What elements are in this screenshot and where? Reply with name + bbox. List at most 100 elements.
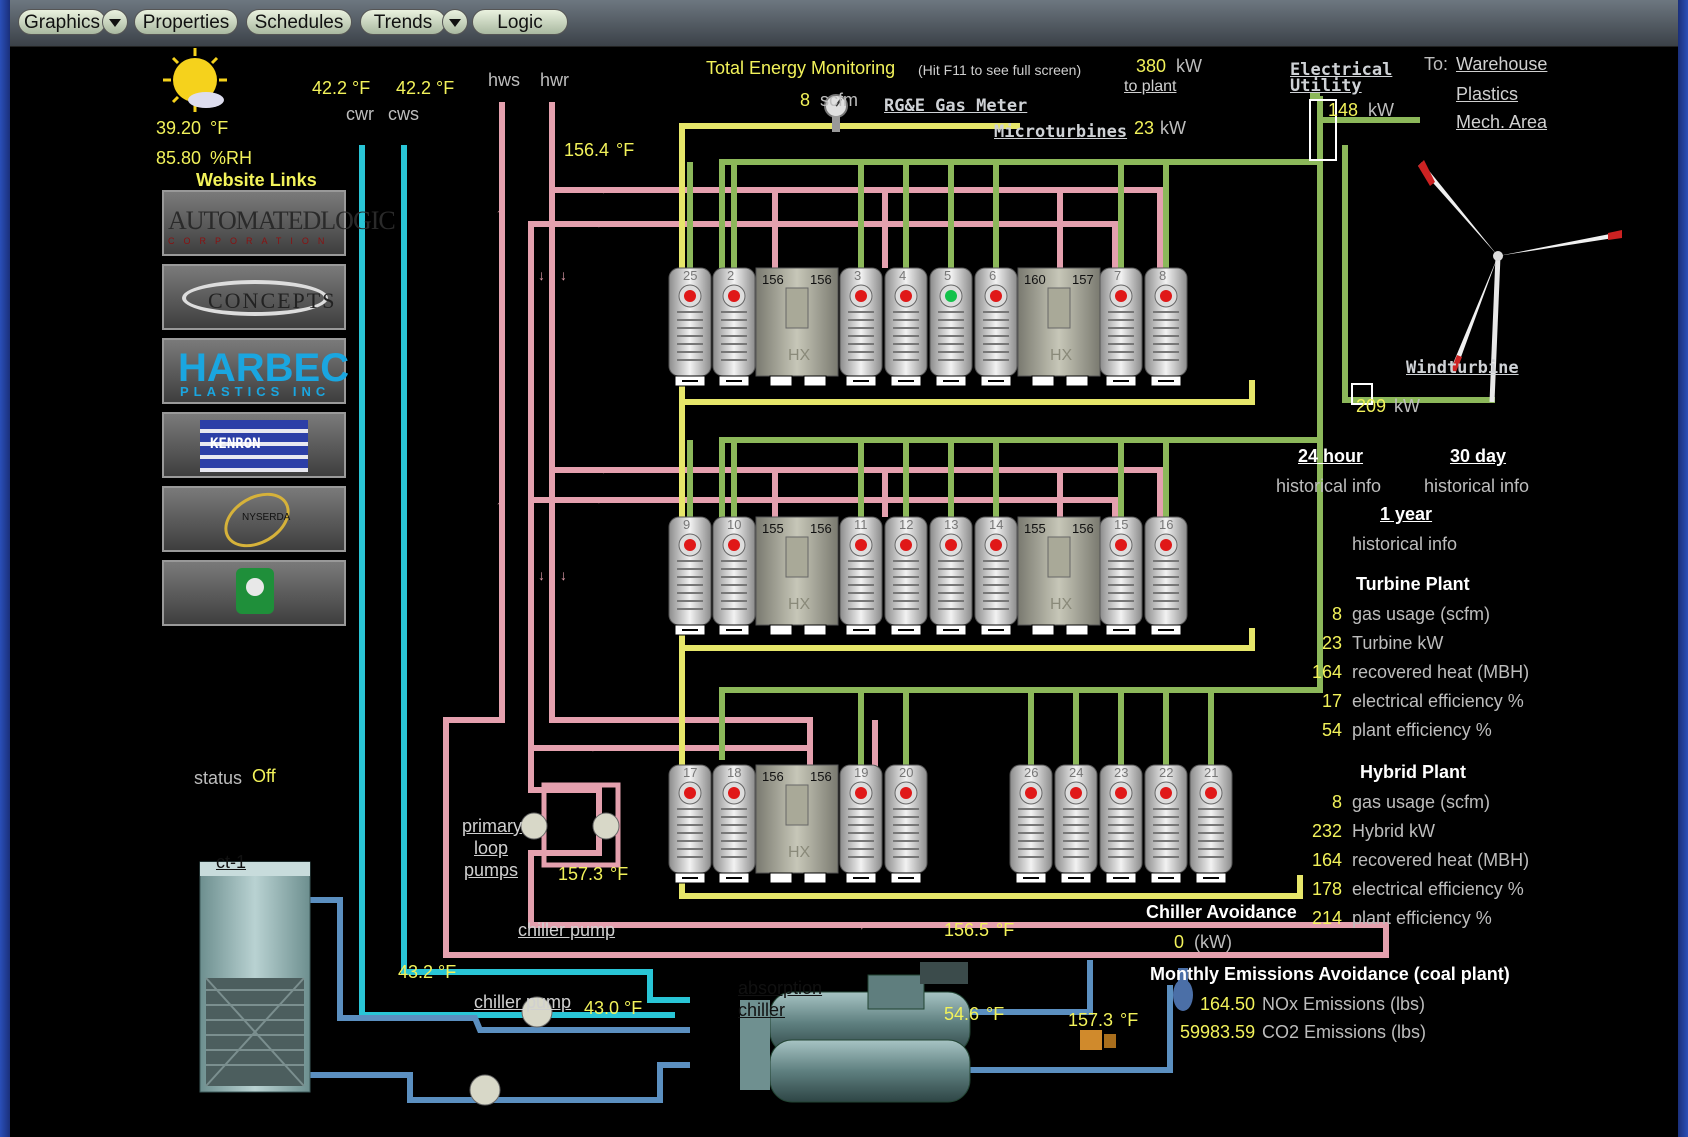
chiller-return-temp: 157.3: [1068, 1010, 1114, 1030]
heat-exchanger-unit[interactable]: [1017, 516, 1101, 636]
history-24hour-link[interactable]: 24 hour: [1298, 446, 1364, 466]
windturbine-link[interactable]: Windturbine: [1406, 358, 1519, 378]
microturbine-unit[interactable]: [1144, 764, 1188, 884]
microturbine-unit[interactable]: [668, 516, 712, 636]
microturbine-id-label: 4: [899, 268, 906, 283]
hybrid-plant-value: 164: [1311, 850, 1342, 870]
microturbine-unit[interactable]: [1099, 764, 1143, 884]
piping-diagram: 252345678HX156156HX160157910111213141516…: [163, 48, 1622, 1106]
microturbine-id-label: 22: [1159, 765, 1173, 780]
heat-exchanger-body-icon: [755, 516, 839, 626]
microturbine-unit[interactable]: [884, 516, 928, 636]
microturbine-unit[interactable]: [668, 764, 712, 884]
history-1year-link[interactable]: 1 year: [1380, 504, 1433, 524]
microturbine-id-label: 18: [727, 765, 741, 780]
heat-exchanger-temp-in: 156: [762, 272, 784, 287]
trends-menu-button[interactable]: Trends: [360, 9, 446, 35]
nyserda-link[interactable]: NYSERDA: [162, 481, 346, 559]
microturbine-unit[interactable]: [929, 516, 973, 636]
control-valve-icon[interactable]: [1080, 1030, 1116, 1050]
plastics-link[interactable]: Plastics: [1456, 84, 1519, 104]
primary-loop-pumps-icon[interactable]: [520, 782, 621, 868]
microturbine-unit[interactable]: [1099, 516, 1143, 636]
trends-dropdown-arrow-icon[interactable]: [442, 9, 468, 35]
condenser-temp-2-unit: °F: [624, 998, 643, 1018]
nyserda-logo-text: NYSERDA: [242, 512, 291, 523]
co2-value: 59983.59: [1180, 1022, 1256, 1042]
microturbine-id-label: 10: [727, 517, 741, 532]
heat-exchanger-base-icon: [803, 375, 827, 387]
heat-exchanger-base-icon: [1065, 375, 1089, 387]
status-stopped-icon: [1160, 787, 1172, 799]
microturbine-id-label: 25: [683, 268, 697, 283]
chiller-pump-1-link[interactable]: chiller pump: [518, 920, 616, 940]
microturbine-unit[interactable]: [1144, 267, 1188, 387]
properties-menu-button[interactable]: Properties: [134, 9, 238, 35]
microturbine-unit[interactable]: [1144, 516, 1188, 636]
primary-loop-pumps-link-2[interactable]: loop: [474, 838, 509, 858]
bas-graphic-screen: Graphics Properties Schedules Trends Log…: [10, 0, 1678, 1137]
microturbine-unit[interactable]: [839, 516, 883, 636]
microturbines-link[interactable]: Microturbines: [994, 122, 1128, 142]
microturbine-unit[interactable]: [884, 764, 928, 884]
state-seal-link[interactable]: [162, 560, 346, 626]
primary-loop-pumps-link-1[interactable]: primary: [462, 816, 523, 836]
gas-pipes: [679, 123, 1303, 899]
microturbine-unit[interactable]: [929, 267, 973, 387]
heat-exchanger-label: HX: [1050, 347, 1073, 364]
microturbine-unit[interactable]: [974, 516, 1018, 636]
heat-exchanger-unit[interactable]: [755, 764, 839, 884]
history-30day-link[interactable]: 30 day: [1450, 446, 1507, 466]
absorption-chiller-icon[interactable]: [740, 962, 971, 1103]
microturbine-unit[interactable]: [1099, 267, 1143, 387]
bypass-valve-icon[interactable]: [1173, 968, 1193, 1011]
microturbine-unit[interactable]: [668, 267, 712, 387]
heat-exchanger-unit[interactable]: [1017, 267, 1101, 387]
microturbine-unit[interactable]: [712, 764, 756, 884]
microturbine-unit[interactable]: [839, 764, 883, 884]
chiller-avoidance-unit: (kW): [1194, 932, 1232, 952]
mech-area-link[interactable]: Mech. Area: [1456, 112, 1548, 132]
kenron-link[interactable]: KENRON: [162, 412, 346, 478]
heat-exchanger-base-icon: [1031, 624, 1055, 636]
chiller-pump-2-link[interactable]: chiller pump: [474, 992, 572, 1012]
heat-exchanger-label: HX: [788, 596, 811, 613]
microturbine-unit[interactable]: [839, 267, 883, 387]
microturbine-unit[interactable]: [884, 267, 928, 387]
electrical-utility-link[interactable]: Electrical Utility: [1290, 60, 1393, 96]
graphics-dropdown-arrow-icon[interactable]: [102, 9, 128, 35]
microturbine-unit[interactable]: [1054, 764, 1098, 884]
history-24hour-sub: historical info: [1276, 476, 1382, 496]
automatedlogic-link[interactable]: AUTOMATEDLOGIC CORPORATION: [162, 190, 396, 256]
to-plant-link[interactable]: to plant: [1124, 78, 1177, 95]
primary-loop-pumps-link-3[interactable]: pumps: [464, 860, 519, 880]
heat-exchanger-temp-out: 156: [1072, 521, 1094, 536]
heat-exchanger-unit[interactable]: [755, 267, 839, 387]
cooling-tower-ct1[interactable]: [199, 861, 311, 1093]
switchgear-icon: [1309, 99, 1337, 161]
microturbine-unit[interactable]: [712, 267, 756, 387]
heat-exchanger-unit[interactable]: [755, 516, 839, 636]
cooling-tower-link[interactable]: ct-1: [216, 852, 247, 872]
heat-exchanger-core-icon: [785, 536, 809, 578]
hybrid-plant-label: Hybrid kW: [1352, 821, 1436, 841]
warehouse-link[interactable]: Warehouse: [1456, 54, 1548, 74]
outdoor-temp-unit: °F: [210, 118, 229, 138]
microturbine-unit[interactable]: [974, 267, 1018, 387]
logic-menu-button[interactable]: Logic: [472, 9, 568, 35]
harbec-link[interactable]: HARBEC PLASTICS INC: [162, 338, 349, 404]
chiller-pump-1-icon[interactable]: [521, 996, 553, 1028]
microturbine-unit[interactable]: [1189, 764, 1233, 884]
absorption-chiller-link-2[interactable]: chiller: [738, 1000, 786, 1020]
rge-gas-meter-link[interactable]: RG&E Gas Meter: [884, 96, 1028, 116]
status-stopped-icon: [684, 787, 696, 799]
schedules-menu-button[interactable]: Schedules: [246, 9, 352, 35]
microturbine-unit[interactable]: [1009, 764, 1053, 884]
chiller-pump-2-icon[interactable]: [469, 1074, 501, 1106]
absorption-chiller-link-1[interactable]: absorption: [738, 978, 823, 998]
graphics-menu-button[interactable]: Graphics: [18, 9, 106, 35]
status-stopped-icon: [1205, 787, 1217, 799]
microturbine-unit[interactable]: [712, 516, 756, 636]
cws-temp-unit: °F: [436, 78, 455, 98]
concepts-link[interactable]: CONCEPTS: [162, 264, 346, 330]
